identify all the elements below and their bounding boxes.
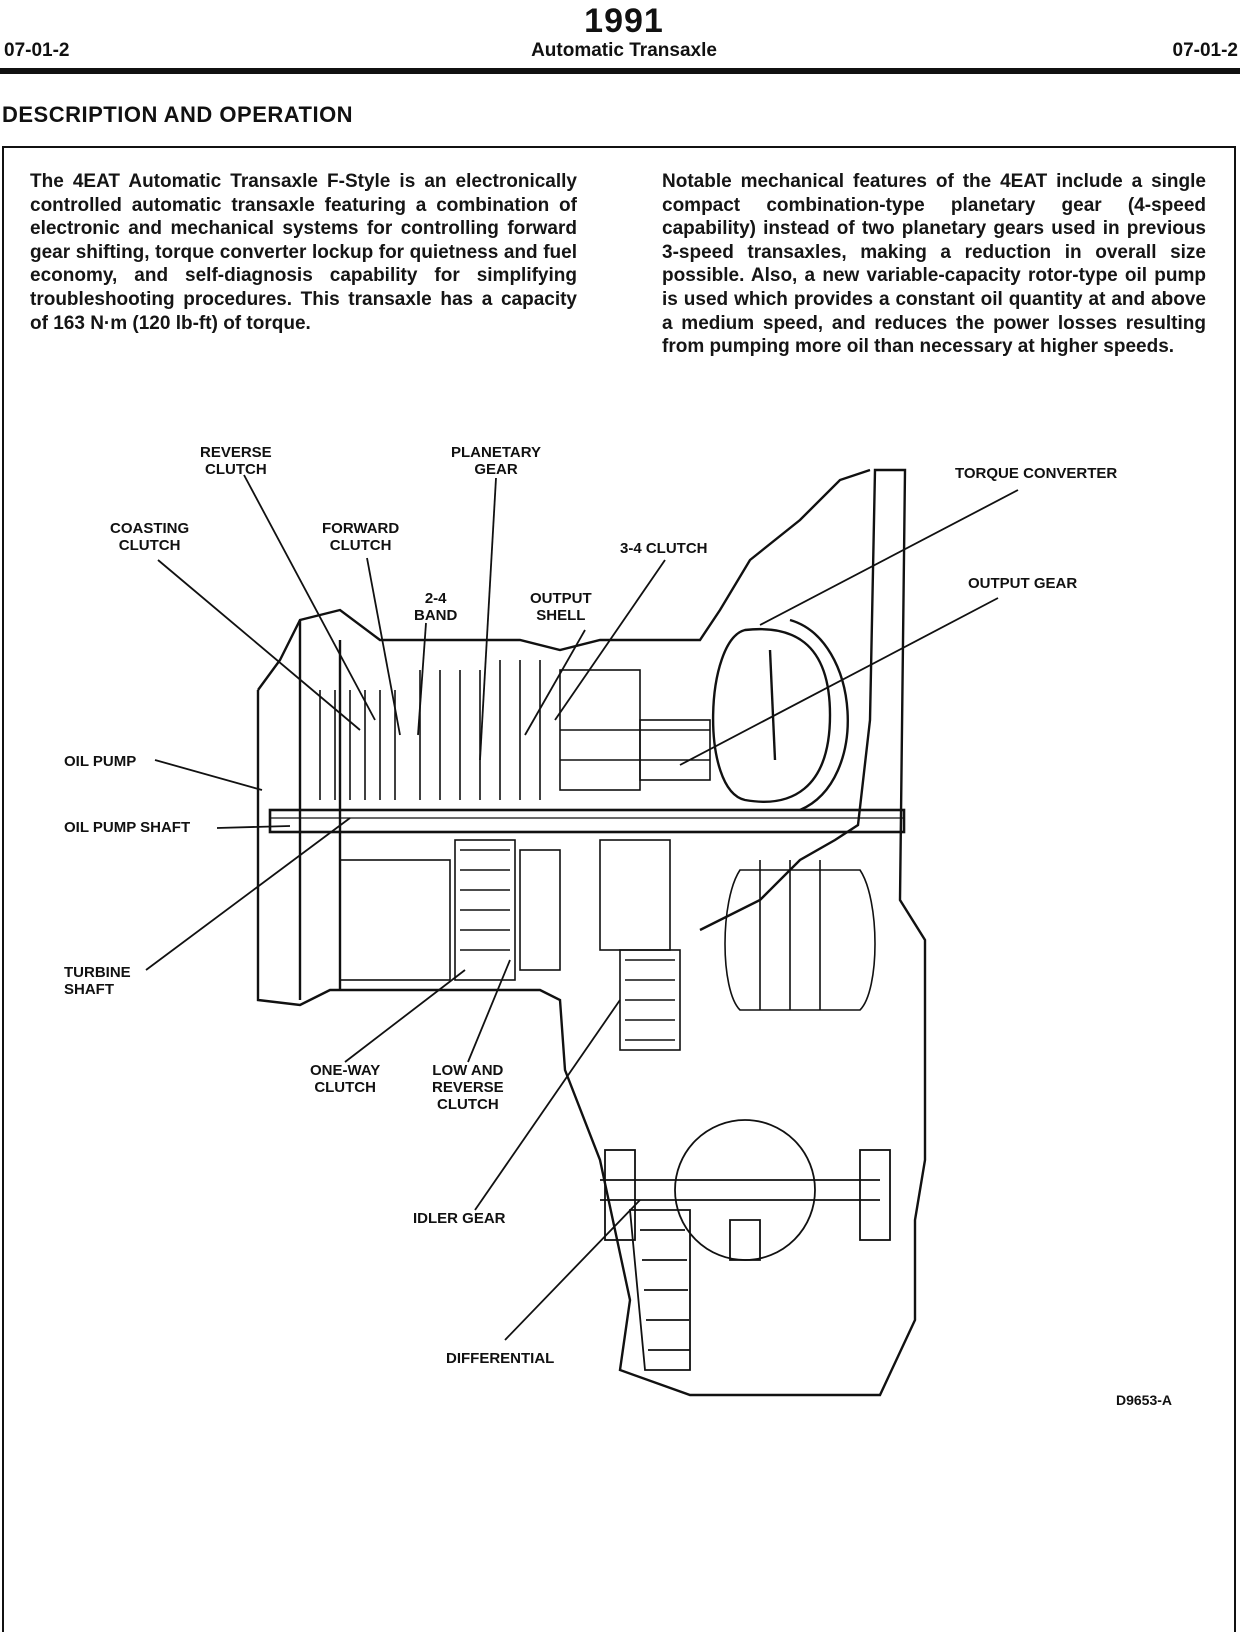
transaxle-case-outline <box>256 468 927 1397</box>
label-3-4-clutch: 3-4 CLUTCH <box>620 540 708 557</box>
page-year: 1991 <box>584 2 664 40</box>
torque-converter-outline <box>711 628 832 803</box>
label-reverse-clutch: REVERSE CLUTCH <box>200 444 272 478</box>
label-coasting-clutch: COASTING CLUTCH <box>110 520 190 554</box>
figure-id: D9653-A <box>1116 1392 1173 1408</box>
label-2-4-band: 2-4 BAND <box>414 590 458 624</box>
label-oil-pump-shaft: OIL PUMP SHAFT <box>64 819 191 836</box>
paragraph-right: Notable mechanical features of the 4EAT … <box>662 171 1206 358</box>
label-forward-clutch: FORWARD CLUTCH <box>322 520 400 554</box>
label-output-shell: OUTPUT SHELL <box>530 590 592 624</box>
label-output-gear: OUTPUT GEAR <box>968 575 1078 592</box>
label-torque-converter: TORQUE CONVERTER <box>955 465 1118 482</box>
label-low-reverse-clutch: LOW AND REVERSE CLUTCH <box>432 1062 504 1113</box>
document-title: Automatic Transaxle <box>531 40 717 61</box>
page-number-right: 07-01-2 <box>1172 40 1239 61</box>
page-number-left: 07-01-2 <box>4 40 70 61</box>
label-differential: DIFFERENTIAL <box>446 1350 555 1367</box>
header-rule <box>0 68 1240 74</box>
differential-housing <box>674 1119 816 1261</box>
label-idler-gear: IDLER GEAR <box>413 1210 506 1227</box>
label-turbine-shaft: TURBINE SHAFT <box>64 964 131 998</box>
paragraph-left: The 4EAT Automatic Transaxle F-Style is … <box>30 171 577 334</box>
content-frame <box>2 146 1236 1632</box>
label-oil-pump: OIL PUMP <box>64 753 137 770</box>
section-title: DESCRIPTION AND OPERATION <box>2 102 354 127</box>
main-shaft <box>268 808 906 834</box>
label-one-way-clutch: ONE-WAY CLUTCH <box>310 1062 381 1096</box>
label-planetary-gear: PLANETARY GEAR <box>451 444 541 478</box>
